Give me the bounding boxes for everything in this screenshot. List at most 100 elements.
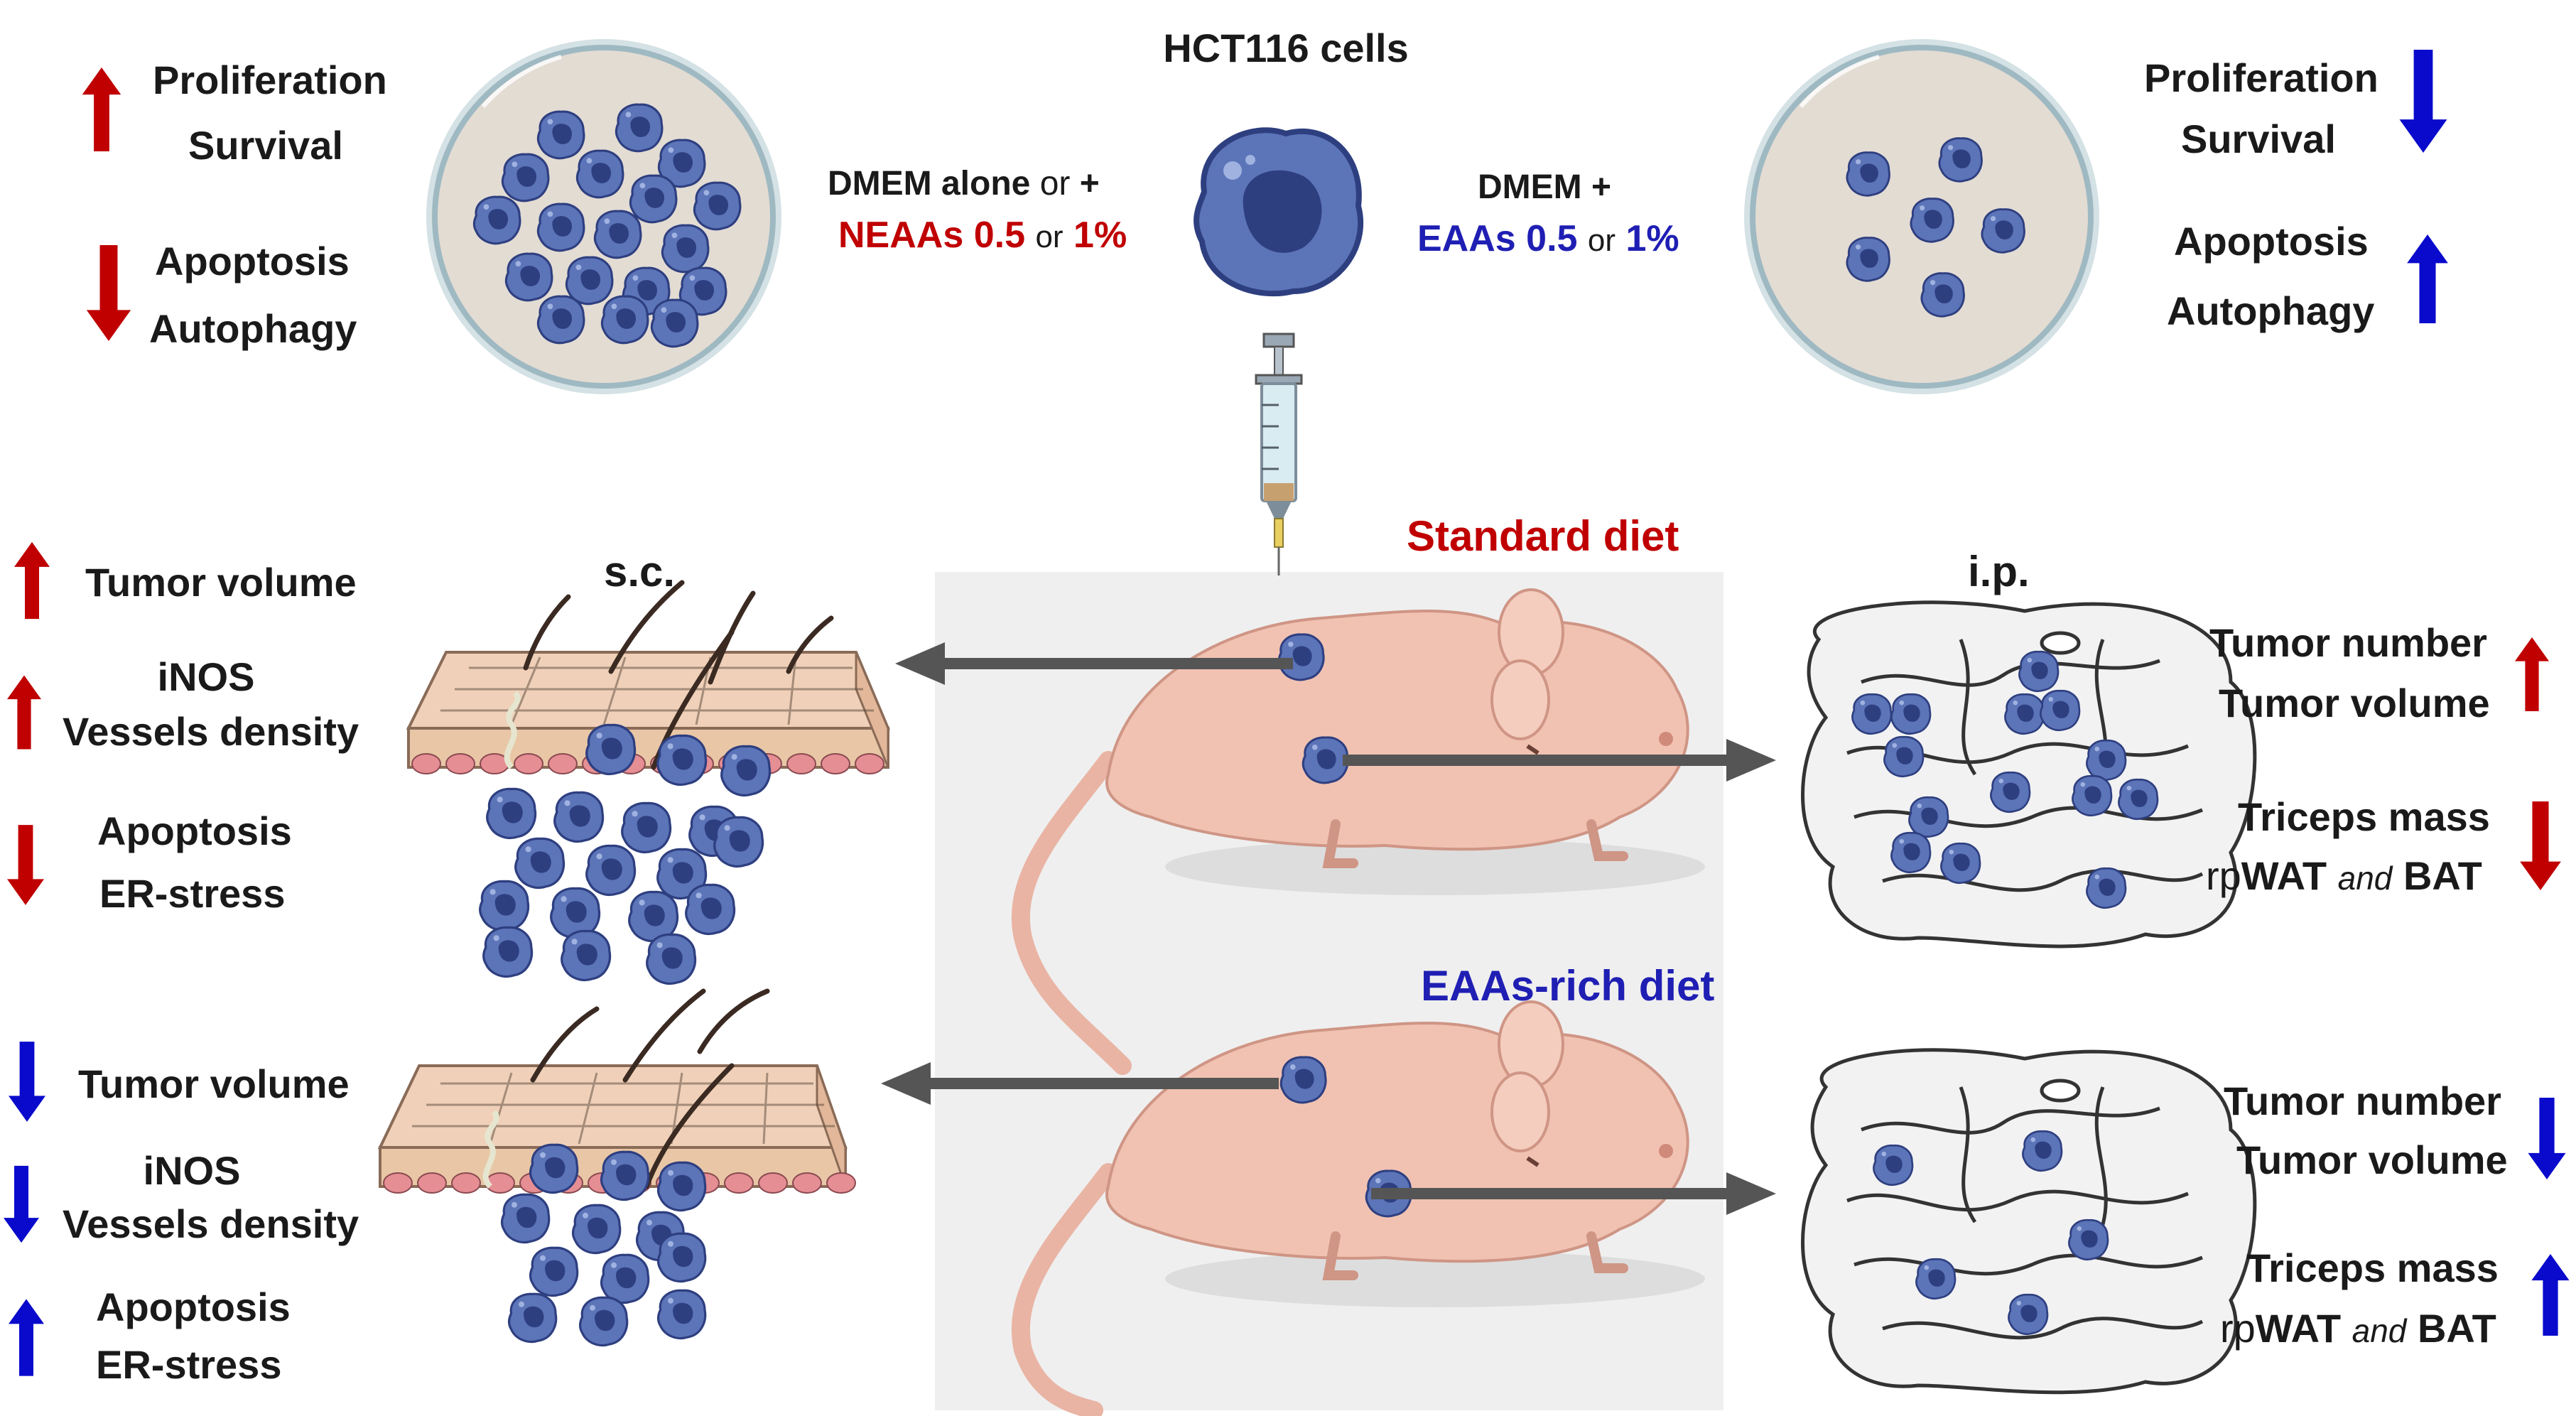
tumor-cell-icon — [561, 929, 612, 982]
tumor-cell-icon — [600, 295, 649, 345]
arrow-down-icon — [86, 245, 131, 341]
tumor-cell-icon — [656, 734, 708, 787]
tumor-cell-icon — [514, 837, 565, 890]
tumor-cell-icon — [600, 1150, 650, 1201]
tumor-cell-icon — [585, 844, 637, 897]
tumor-cell-icon — [2022, 1130, 2063, 1172]
skin-papilla — [514, 753, 543, 774]
tumor-cell-icon — [536, 110, 585, 160]
eaas-diet-label: EAAs-rich diet — [1421, 962, 1715, 1010]
tumor-cell-icon — [2008, 1293, 2049, 1336]
tr-item-2: Survival — [2181, 117, 2336, 161]
standard-diet-label: Standard diet — [1407, 512, 1679, 560]
arrow-up-icon — [14, 541, 50, 620]
tumor-cell-icon — [529, 1246, 579, 1297]
tumor-cell-icon — [536, 202, 585, 252]
tumor-cell-icon — [550, 887, 601, 939]
tumor-cell-icon — [656, 1289, 707, 1340]
tumor-cell-icon — [529, 1143, 579, 1194]
tumor-cell-icon — [479, 880, 530, 932]
tumor-cell-icon — [713, 816, 764, 868]
tumor-cell-icon — [661, 224, 710, 274]
right-petri-dish — [1744, 39, 2099, 394]
tumor-cell-icon — [565, 256, 614, 306]
tumor-cell-icon — [1279, 1056, 1327, 1104]
arrow-down-icon — [9, 1042, 45, 1122]
eaa-sc-2b: Vessels density — [63, 1201, 359, 1246]
arrow-up-icon — [82, 67, 121, 151]
tl-item-3: Apoptosis — [155, 239, 350, 283]
right-medium-line2: EAAs 0.5 or 1% — [1417, 218, 1679, 259]
std-sc-3a: Apoptosis — [97, 809, 292, 853]
tumor-cell-icon — [500, 1193, 551, 1244]
tumor-cell-icon — [472, 195, 521, 245]
skin-papilla — [445, 753, 475, 774]
tumor-cell-icon — [486, 787, 537, 840]
tumor-cell-icon — [1940, 842, 1981, 885]
arrow-eaa-to-sc — [881, 1062, 1279, 1105]
std-sc-1: Tumor volume — [85, 560, 357, 605]
tumor-cell-icon — [600, 1253, 650, 1304]
hct116-cell — [1194, 127, 1364, 297]
left-medium-line2: NEAAs 0.5 or 1% — [838, 215, 1127, 256]
tumor-cell-icon — [1920, 272, 1965, 318]
sc-label: s.c. — [604, 548, 676, 595]
intestine-standard — [1801, 600, 2257, 948]
skin-papilla — [792, 1172, 822, 1194]
mouse-standard — [1011, 588, 1705, 1075]
tumor-cell-icon — [2018, 650, 2060, 693]
skin-papilla — [826, 1172, 856, 1194]
eaa-sc-3b: ER-stress — [96, 1342, 282, 1387]
tumor-cell-icon — [501, 153, 550, 202]
arrow-up-icon — [7, 675, 41, 750]
tumor-cell-icon — [1915, 1258, 1957, 1300]
tumor-cell-icon — [2118, 778, 2159, 821]
arrow-std-to-ip — [1343, 739, 1776, 782]
eaa-ip-2b: rpWAT and BAT — [2220, 1306, 2496, 1351]
tumor-cell-icon — [507, 1292, 558, 1344]
std-sc-2a: iNOS — [157, 654, 255, 699]
tr-item-1: Proliferation — [2144, 55, 2379, 100]
arrow-down-icon — [7, 825, 44, 905]
std-sc-2b: Vessels density — [63, 709, 359, 754]
arrow-up-icon — [2531, 1254, 2570, 1336]
std-ip-2a: Triceps mass — [2238, 794, 2490, 839]
tumor-cell-icon — [1846, 151, 1890, 197]
tumor-cell-icon — [2072, 774, 2113, 817]
std-ip-2b: rpWAT and BAT — [2206, 853, 2482, 898]
intestine-eaas — [1801, 1048, 2257, 1395]
right-medium-line1: DMEM + — [1478, 168, 1612, 206]
eaa-sc-2a: iNOS — [143, 1148, 241, 1193]
tumor-cell-icon — [1981, 208, 2025, 254]
tumor-cell-icon — [1890, 831, 1932, 874]
tumor-cell-icon — [1301, 736, 1349, 784]
tumor-cell-icon — [2086, 867, 2127, 909]
arrow-up-icon — [2407, 234, 2448, 323]
arrow-up-icon — [9, 1299, 44, 1376]
eaa-ip-1b: Tumor volume — [2236, 1137, 2508, 1182]
arrow-std-to-sc — [895, 642, 1293, 685]
eaa-ip-1a: Tumor number — [2224, 1079, 2501, 1123]
arrow-down-icon — [2528, 1098, 2566, 1179]
arrow-down-icon — [4, 1165, 39, 1243]
tr-item-4: Autophagy — [2167, 288, 2375, 333]
tumor-cell-icon — [504, 252, 553, 302]
eaa-sc-3a: Apoptosis — [96, 1285, 291, 1329]
tumor-cell-icon — [629, 174, 678, 224]
skin-papilla — [855, 753, 884, 774]
skin-papilla — [758, 1172, 788, 1194]
tumor-cell-icon — [1851, 693, 1893, 735]
skin-papilla — [383, 1172, 413, 1194]
tumor-cell-icon — [1910, 198, 1954, 243]
tumor-cell-icon — [1890, 693, 1932, 735]
tl-item-2: Survival — [188, 123, 343, 168]
arrow-down-icon — [2399, 50, 2447, 153]
ip-label: i.p. — [1968, 548, 2030, 595]
left-petri-dish — [426, 39, 781, 394]
tumor-cell-icon — [685, 883, 736, 936]
tumor-cell-icon — [578, 1296, 629, 1347]
tumor-cell-icon — [1846, 237, 1890, 282]
skin-papilla — [724, 1172, 754, 1194]
tumor-cell-icon — [585, 723, 637, 776]
